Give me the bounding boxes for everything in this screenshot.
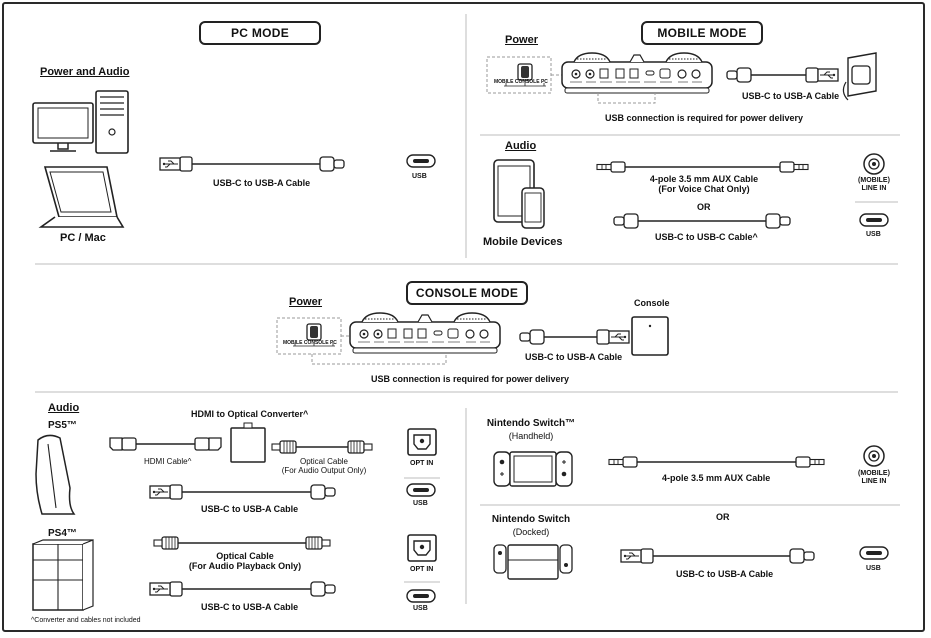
optical-playback-label: Optical Cable (For Audio Playback Only) — [185, 551, 305, 572]
aux-cable-icon — [596, 161, 809, 173]
switch-line-in-jack-icon — [863, 445, 885, 467]
optical-output-cable-icon — [271, 440, 373, 454]
usbc-usbc-cable-icon — [613, 213, 791, 229]
mobile-mode-title: MOBILE MODE — [641, 21, 763, 45]
optical-output-label: Optical Cable (For Audio Output Only) — [279, 457, 369, 475]
pc-mode-title: PC MODE — [199, 21, 321, 45]
mobile-power-heading: Power — [505, 34, 539, 46]
pc-port-label: USB — [412, 173, 427, 180]
converter-label: HDMI to Optical Converter^ — [191, 409, 309, 419]
usb-label-1: USB — [413, 500, 428, 507]
pc-tower-icon — [95, 90, 129, 154]
console-box-icon — [631, 316, 669, 356]
switch-handheld-subtitle: (Handheld) — [508, 431, 554, 441]
mobile-line-in-label-line2: LINE IN — [861, 185, 887, 193]
switch-docked-title: Nintendo Switch — [491, 514, 571, 525]
mobile-usb-port-icon — [859, 213, 889, 227]
opt-in-port-icon-2 — [407, 534, 437, 562]
console-switch-label: MOBILE CONSOLE PC — [283, 340, 337, 346]
outer-frame — [2, 2, 925, 632]
mobile-line-in-label-line1: (MOBILE) — [858, 177, 890, 184]
switch-usb-port-label: USB — [866, 565, 881, 572]
switch-docked-icon — [493, 544, 573, 580]
mobile-switch-label: MOBILE CONSOLE PC — [494, 79, 548, 85]
console-power-heading: Power — [289, 296, 323, 308]
switch-usb-cable-icon — [620, 548, 815, 564]
aux-cable-label: 4-pole 3.5 mm AUX Cable (For Voice Chat … — [630, 174, 778, 195]
optical-playback-cable-icon — [153, 536, 331, 550]
optical-output-label-line1: Optical Cable — [299, 457, 349, 466]
pc-usb-cable-icon — [159, 156, 345, 172]
ps4-usb-cable-icon — [149, 581, 336, 597]
switch-line-in-label-line2: LINE IN — [861, 478, 887, 486]
switch-line-in-label: (MOBILE) LINE IN — [852, 470, 896, 486]
console-audio-heading: Audio — [48, 402, 80, 414]
optical-output-label-line2: (For Audio Output Only) — [281, 466, 367, 476]
switch-aux-cable-icon — [608, 456, 825, 468]
usb-port-icon-2 — [406, 589, 436, 603]
switch-docked-subtitle: (Docked) — [512, 527, 550, 537]
usb-port-icon-1 — [406, 483, 436, 497]
mobile-audio-heading: Audio — [505, 140, 537, 152]
aux-cable-label-line1: 4-pole 3.5 mm AUX Cable — [649, 174, 759, 184]
usbc-cable-label: USB-C to USB-C Cable^ — [655, 232, 758, 242]
console-power-note: USB connection is required for power del… — [371, 374, 570, 384]
pc-device-label: PC / Mac — [60, 232, 106, 244]
switch-or-label: OR — [716, 512, 730, 522]
switch-handheld-title: Nintendo Switch™ — [486, 418, 576, 429]
pc-power-audio-heading: Power and Audio — [40, 66, 130, 78]
ps4-label: PS4™ — [48, 528, 77, 539]
pc-usb-port-icon — [406, 154, 436, 168]
mobile-line-in-jack-icon — [863, 153, 885, 175]
console-mode-title: CONSOLE MODE — [406, 281, 528, 305]
optical-playback-label-line1: Optical Cable — [216, 551, 274, 561]
mobile-power-cable-icon — [726, 67, 839, 83]
pc-monitor-icon — [32, 102, 94, 152]
opt-in-port-icon-1 — [407, 428, 437, 456]
console-label: Console — [634, 298, 670, 308]
ps5-usb-cable-icon — [149, 484, 336, 500]
optical-playback-label-line2: (For Audio Playback Only) — [188, 561, 302, 572]
switch-handheld-icon — [493, 451, 573, 487]
mobile-cable-label: USB-C to USB-A Cable — [742, 91, 840, 101]
switch-line-in-label-line1: (MOBILE) — [858, 470, 890, 477]
opt-in-label-1: OPT IN — [410, 460, 434, 467]
mobile-device-label: Mobile Devices — [483, 236, 563, 248]
mobile-power-note: USB connection is required for power del… — [605, 113, 804, 123]
laptop-icon — [38, 166, 125, 228]
pc-cable-label: USB-C to USB-A Cable — [213, 178, 311, 188]
ps5-console-icon — [35, 434, 76, 515]
ps4-usb-cable-label: USB-C to USB-A Cable — [201, 602, 299, 612]
hdmi-cable-label: HDMI Cable^ — [144, 457, 192, 466]
console-cable-label: USB-C to USB-A Cable — [525, 352, 623, 362]
wall-charger-icon — [842, 52, 877, 101]
switch-aux-label: 4-pole 3.5 mm AUX Cable — [662, 473, 771, 483]
switch-usb-cable-label: USB-C to USB-A Cable — [676, 569, 774, 579]
usb-label-2: USB — [413, 605, 428, 612]
ps4-console-icon — [32, 539, 94, 611]
mobile-usb-port-label: USB — [866, 231, 881, 238]
mobile-line-in-label: (MOBILE) LINE IN — [852, 177, 896, 193]
hdmi-optical-converter-icon — [230, 422, 266, 463]
footnote: ^Converter and cables not included — [31, 617, 141, 624]
switch-usb-port-icon — [859, 546, 889, 560]
aux-cable-label-line2: (For Voice Chat Only) — [658, 184, 750, 195]
hdmi-cable-icon — [109, 437, 222, 451]
console-power-cable-icon — [519, 329, 630, 345]
smartphone-icon — [521, 187, 545, 229]
opt-in-label-2: OPT IN — [410, 566, 434, 573]
mobile-or-label: OR — [697, 202, 711, 212]
ps5-label: PS5™ — [48, 420, 77, 431]
ps5-usb-cable-label: USB-C to USB-A Cable — [201, 504, 299, 514]
